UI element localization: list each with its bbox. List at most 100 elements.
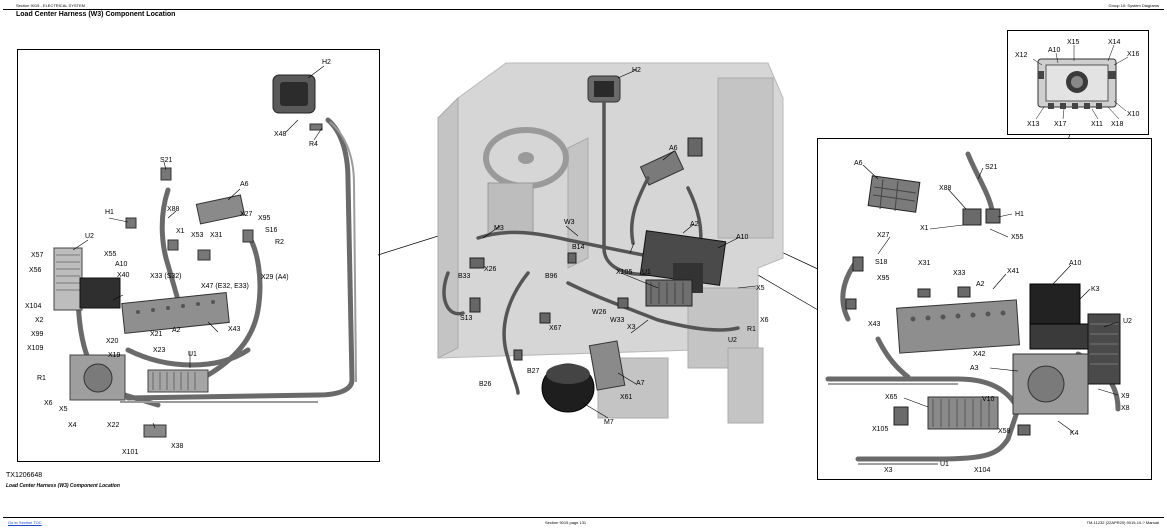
- right-label-s21: S21: [985, 164, 998, 171]
- right-label-s18: S18: [875, 259, 888, 266]
- inset-label-a10: A10: [1048, 47, 1061, 54]
- center-machine-drawing: H2 A6 M3 W3 A2 A10 B14 X26 B33 B96 X105 …: [437, 62, 784, 426]
- right-label-a2: A2: [976, 281, 985, 288]
- right-label-x104: X104: [974, 467, 990, 474]
- center-label-u2: U2: [728, 337, 737, 344]
- left-label-h1: H1: [105, 209, 114, 216]
- center-label-m3: M3: [494, 225, 504, 232]
- left-label-a2: A2: [172, 327, 181, 334]
- left-label-x56: X56: [29, 267, 42, 274]
- center-label-x5: X5: [756, 285, 765, 292]
- left-label-x5: X5: [59, 406, 68, 413]
- center-label-x67: X67: [549, 325, 562, 332]
- right-label-x42: X42: [973, 351, 986, 358]
- inset-detail-drawing: X12 A10 X15 X14 X16 X13 X17 X11 X18 X10: [1015, 39, 1140, 128]
- left-label-x22: X22: [107, 422, 120, 429]
- left-label-x53: X53: [191, 232, 204, 239]
- left-label-x104: X104: [25, 303, 41, 310]
- right-label-x27: X27: [877, 232, 890, 239]
- right-label-u1: U1: [940, 461, 949, 468]
- center-label-a7: A7: [636, 380, 645, 387]
- left-label-x43: X43: [228, 326, 241, 333]
- left-label-r1: R1: [37, 375, 46, 382]
- right-label-x1: X1: [920, 225, 929, 232]
- left-detail-drawing: H2 X48 R4 S21 X88 A6 H1 U2 X1 X53 X31 X2…: [25, 59, 357, 456]
- right-detail-panel: A6 S21 X88 X1 H1 X27 X55 S18 X95 X31 X33…: [817, 138, 1152, 480]
- right-label-a10: A10: [1069, 260, 1082, 267]
- left-label-x101: X101: [122, 449, 138, 456]
- right-label-x43: X43: [868, 321, 881, 328]
- figure-id: TX1206648: [6, 472, 43, 479]
- right-label-a6: A6: [854, 160, 863, 167]
- footer-page-number: Section 9015 page 131: [545, 520, 587, 525]
- inset-label-x18: X18: [1111, 121, 1124, 128]
- left-label-a10: A10: [115, 261, 128, 268]
- inset-label-x10: X10: [1127, 111, 1140, 118]
- center-label-a6: A6: [669, 145, 678, 152]
- inset-label-x17: X17: [1054, 121, 1067, 128]
- left-label-x55: X55: [104, 251, 117, 258]
- left-label-x33-s32: X33 (S32): [150, 273, 182, 280]
- right-label-x41: X41: [1007, 268, 1020, 275]
- inset-label-x12: X12: [1015, 52, 1028, 59]
- left-label-x2: X2: [35, 317, 44, 324]
- center-label-x6: X6: [760, 317, 769, 324]
- center-label-u1: U1: [642, 269, 651, 276]
- left-label-s21: S21: [160, 157, 173, 164]
- left-label-x29-a4: X29 (A4): [261, 274, 289, 281]
- center-label-x105: X105: [616, 269, 632, 276]
- left-label-x23: X23: [153, 347, 166, 354]
- right-label-x88: X88: [939, 185, 952, 192]
- center-machine-view: H2 A6 M3 W3 A2 A10 B14 X26 B33 B96 X105 …: [418, 58, 806, 428]
- left-label-x47-e32-e33: X47 (E32, E33): [201, 283, 249, 290]
- center-label-x26: X26: [484, 266, 497, 273]
- center-label-m7: M7: [604, 419, 614, 426]
- right-label-x58: X58: [998, 428, 1011, 435]
- footer-rule: [3, 517, 1164, 518]
- center-label-a10: A10: [736, 234, 749, 241]
- toc-link[interactable]: Go to Section TOC: [8, 520, 42, 525]
- right-label-k4: K4: [1070, 430, 1079, 437]
- left-label-r2: R2: [275, 239, 284, 246]
- left-label-x1: X1: [176, 228, 185, 235]
- center-label-w26: W26: [592, 309, 607, 316]
- right-detail-drawing: A6 S21 X88 X1 H1 X27 X55 S18 X95 X31 X33…: [825, 151, 1132, 474]
- header-section-text: Section 9015 - ELECTRICAL SYSTEM: [16, 3, 85, 8]
- right-label-x95: X95: [877, 275, 890, 282]
- inset-label-x15: X15: [1067, 39, 1080, 46]
- left-label-x88: X88: [167, 206, 180, 213]
- right-label-x9: X9: [1121, 393, 1130, 400]
- inset-label-x16: X16: [1127, 51, 1140, 58]
- center-label-w3: W3: [564, 219, 575, 226]
- right-label-v10: V10: [982, 396, 995, 403]
- left-label-x31: X31: [210, 232, 223, 239]
- right-label-x3: X3: [884, 467, 893, 474]
- right-label-x31: X31: [918, 260, 931, 267]
- center-label-b14: B14: [572, 244, 585, 251]
- left-label-x48: X48: [274, 131, 287, 138]
- center-label-b33: B33: [458, 273, 471, 280]
- inset-detail-panel: X12 A10 X15 X14 X16 X13 X17 X11 X18 X10: [1007, 30, 1149, 135]
- left-label-a6: A6: [240, 181, 249, 188]
- figure-caption: Load Center Harness (W3) Component Locat…: [6, 483, 120, 489]
- center-label-h2: H2: [632, 67, 641, 74]
- left-label-x38: X38: [171, 443, 184, 450]
- left-label-x21: X21: [150, 331, 163, 338]
- left-detail-panel: H2 X48 R4 S21 X88 A6 H1 U2 X1 X53 X31 X2…: [17, 49, 380, 462]
- center-label-b96: B96: [545, 273, 558, 280]
- center-label-s13: S13: [460, 315, 473, 322]
- page-title: Load Center Harness (W3) Component Locat…: [16, 11, 176, 18]
- center-label-x61: X61: [620, 394, 633, 401]
- center-label-b27: B27: [527, 368, 540, 375]
- center-label-w33: W33: [610, 317, 625, 324]
- header-group-text: Group 10: System Diagrams: [1108, 3, 1159, 8]
- left-label-x27: X27: [240, 211, 253, 218]
- left-label-s16: S16: [265, 227, 278, 234]
- right-label-a3: A3: [970, 365, 979, 372]
- right-label-x8: X8: [1121, 405, 1130, 412]
- left-label-x20: X20: [106, 338, 119, 345]
- left-label-x4: X4: [68, 422, 77, 429]
- left-label-x57: X57: [31, 252, 44, 259]
- footer-manual-id: TM-11232 (22APR20) 9015-10-? Manual: [1086, 520, 1159, 525]
- center-label-b26: B26: [479, 381, 492, 388]
